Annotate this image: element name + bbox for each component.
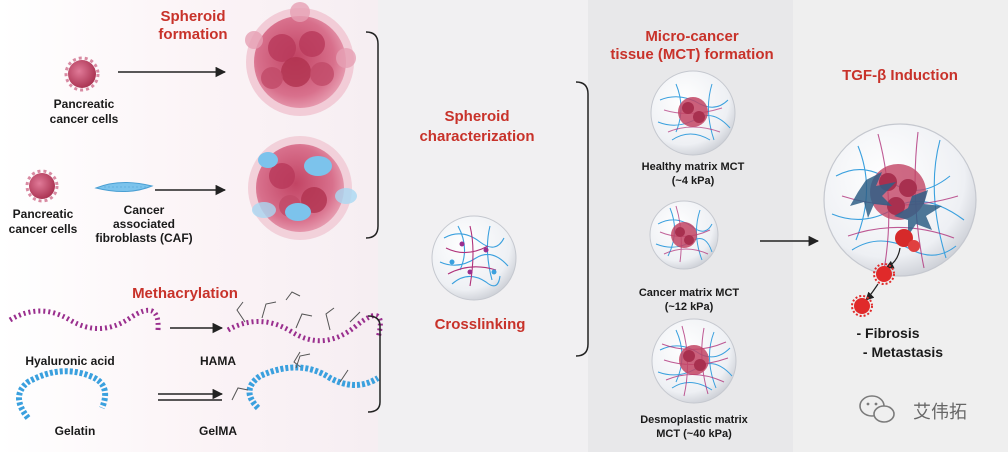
caf-label: Cancer associated fibroblasts (CAF)	[86, 203, 202, 245]
spheroid-caf-icon	[248, 136, 357, 240]
mct-healthy-label: Healthy matrix MCT (~4 kPa)	[620, 160, 766, 188]
mct-desmoplastic-label: Desmoplastic matrix MCT (~40 kPa)	[616, 413, 772, 441]
mct-healthy-icon	[650, 70, 736, 156]
mct-title-line1: Micro-cancer	[645, 28, 739, 45]
pancreatic-cells-label-1-line1: Pancreatic	[53, 97, 115, 111]
mct-title-line2: tissue (MCT) formation	[610, 46, 774, 63]
caf-label-line1: Cancer	[123, 203, 165, 217]
tgf-induced-mct-icon	[823, 123, 977, 277]
hama-label: HAMA	[200, 354, 236, 368]
hama-chain-icon	[226, 291, 383, 369]
pancreatic-cells-label-2-line1: Pancreatic	[12, 207, 74, 221]
spheroid-icon-1	[245, 2, 356, 116]
gelatin-chain-icon	[16, 368, 108, 420]
mct-desmoplastic-icon	[651, 318, 737, 404]
gelatin-label: Gelatin	[54, 424, 96, 438]
hyaluronic-chain-icon	[8, 307, 161, 331]
circulating-cell-icon-2	[851, 295, 873, 317]
mct-cancer-icon	[649, 200, 719, 270]
pancreatic-cell-icon	[64, 56, 100, 92]
spheroid-formation-title-line1: Spheroid	[160, 8, 226, 25]
caf-label-line3: fibroblasts (CAF)	[95, 231, 193, 245]
mct-cancer-label-line1: Cancer matrix MCT	[638, 287, 740, 299]
mct-healthy-label-line1: Healthy matrix MCT	[641, 161, 745, 173]
metastasis-arrow	[885, 247, 901, 269]
watermark-text: 艾伟拓	[913, 402, 967, 423]
wechat-icon	[859, 395, 895, 423]
outcome-metastasis: - Metastasis	[862, 344, 944, 360]
gelma-chain-icon	[231, 353, 380, 411]
crosslinked-spheroid-icon	[431, 215, 517, 301]
pancreatic-cell-icon-2	[25, 169, 59, 203]
spheroid-formation-title-line2: formation	[158, 26, 228, 43]
mct-cancer-label-line2: (~12 kPa)	[664, 301, 714, 313]
caf-label-line2: associated	[112, 217, 176, 231]
pancreatic-cells-label-2: Pancreatic cancer cells	[0, 207, 92, 237]
spheroid-characterization-title: Spheroid characterization	[402, 107, 552, 147]
methacrylation-title: Methacrylation	[132, 285, 238, 302]
mct-healthy-label-line2: (~4 kPa)	[671, 175, 715, 187]
mct-desmoplastic-label-line2: MCT (~40 kPa)	[656, 428, 732, 440]
pancreatic-cells-label-1-line2: cancer cells	[49, 112, 119, 126]
mct-cancer-label: Cancer matrix MCT (~12 kPa)	[614, 286, 764, 314]
bracket-spheroids	[365, 31, 379, 239]
tgf-title: TGF-β Induction	[842, 67, 958, 84]
mct-title: Micro-cancer tissue (MCT) formation	[594, 28, 790, 64]
spheroid-formation-title: Spheroid formation	[138, 8, 248, 44]
characterization-title-line1: Spheroid	[444, 108, 510, 125]
characterization-title-line2: characterization	[419, 128, 535, 145]
circulating-cell-icon-1	[873, 263, 895, 285]
crosslinking-label: Crosslinking	[434, 316, 526, 333]
bracket-polymers	[367, 315, 381, 413]
outcome-fibrosis: - Fibrosis	[856, 325, 920, 341]
fibroblast-icon	[94, 182, 154, 192]
bracket-mct	[575, 81, 589, 357]
pancreatic-cells-label-1: Pancreatic cancer cells	[32, 97, 136, 127]
pancreatic-cells-label-2-line2: cancer cells	[8, 222, 78, 236]
mct-desmoplastic-label-line1: Desmoplastic matrix	[640, 414, 748, 426]
gelma-label: GelMA	[198, 424, 237, 438]
hyaluronic-acid-label: Hyaluronic acid	[25, 354, 115, 368]
